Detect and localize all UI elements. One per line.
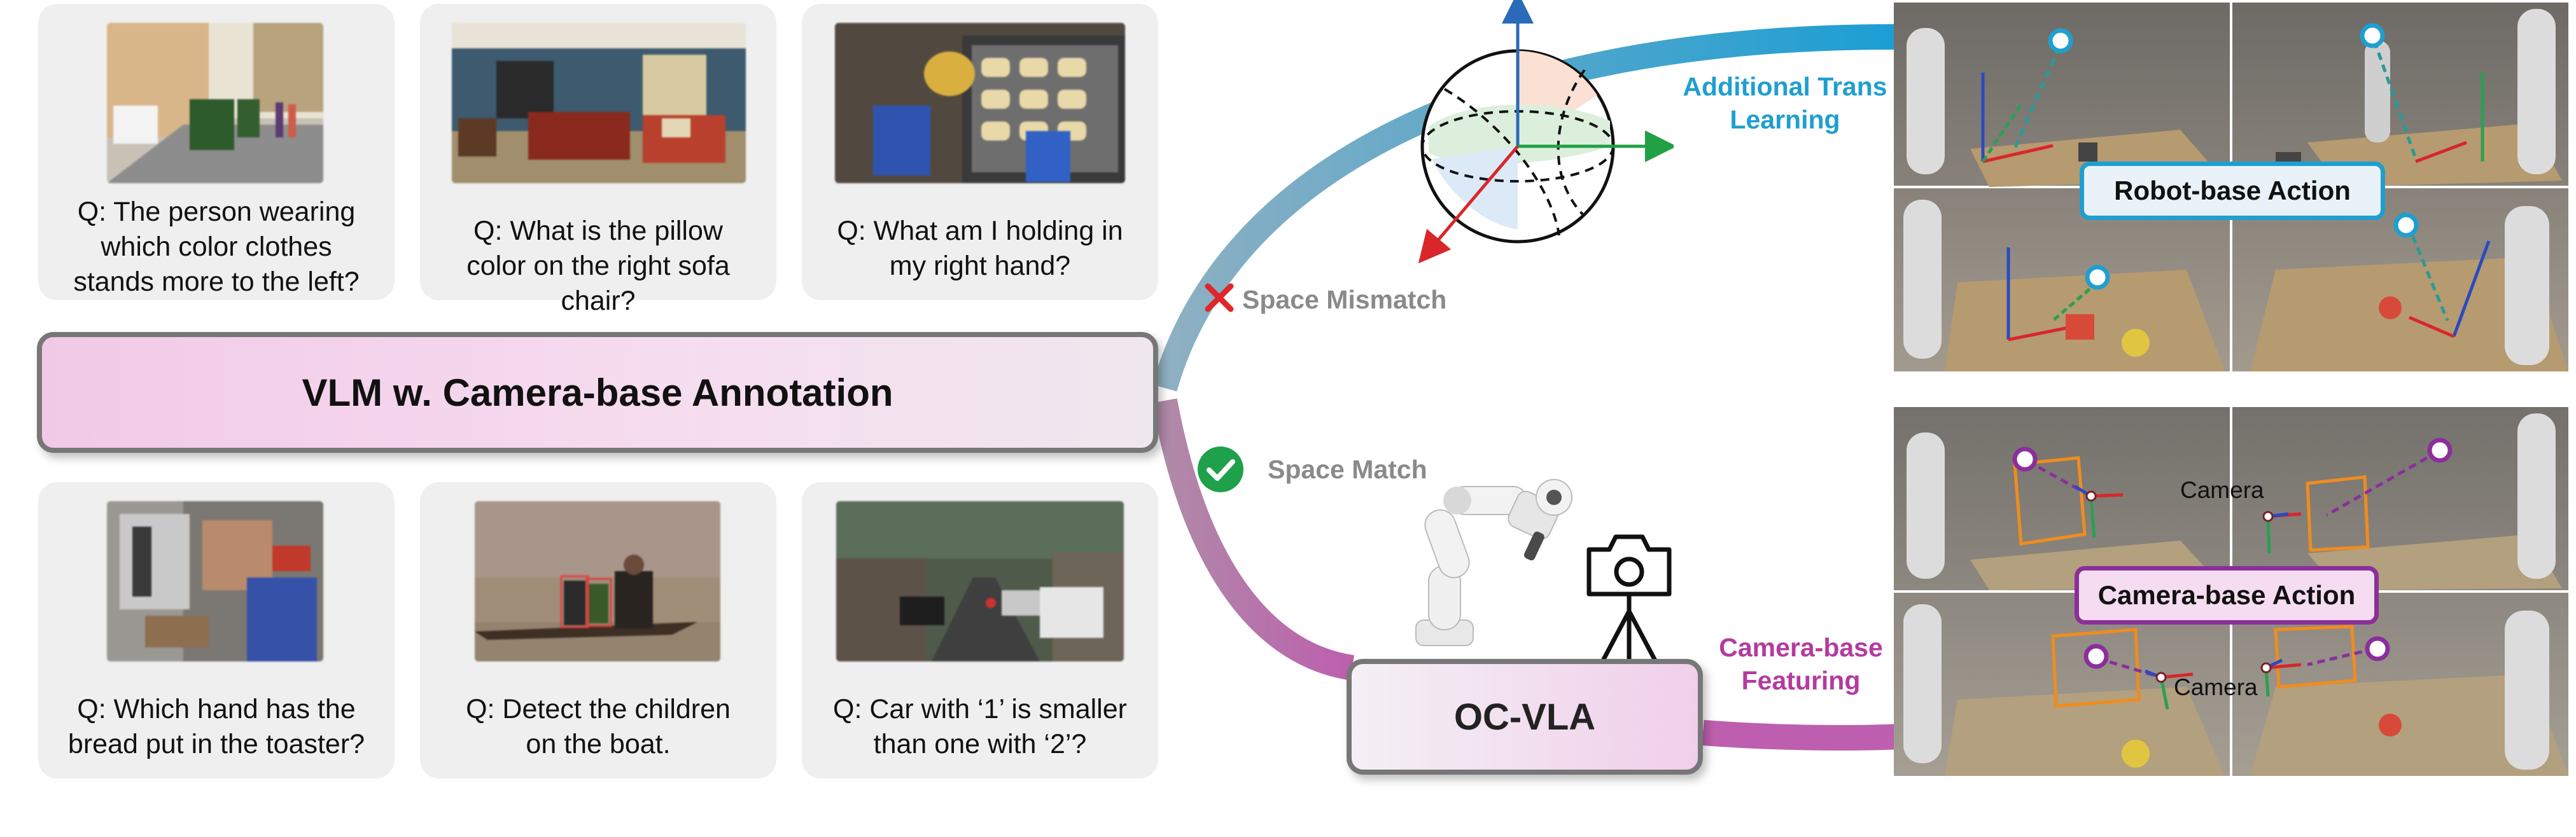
cross-icon [1205, 283, 1234, 312]
question-text: Q: Car with ‘1’ is smaller than one with… [833, 694, 1127, 759]
featuring-line1: Camera-base [1719, 633, 1883, 662]
kitchen-image [835, 23, 1125, 183]
question-card-3: Q: What am I holding in my right hand? [802, 4, 1158, 300]
camera-icon [1586, 534, 1672, 668]
camera-base-featuring-label: Camera-base Featuring [1699, 631, 1903, 697]
question-text: Q: The person wearing which color clothe… [73, 197, 360, 297]
toaster-image [107, 501, 323, 661]
oc-vla-title: OC-VLA [1453, 696, 1596, 738]
additional-trans-label: Additional Trans Learning [1667, 70, 1903, 136]
camera-label-bottom: Camera [2174, 674, 2258, 700]
curve-bottom [1152, 398, 1355, 681]
robot-base-action-tag: Robot-base Action [2080, 162, 2385, 220]
camera-base-action-tag: Camera-base Action [2075, 566, 2379, 625]
question-card-2: Q: What is the pillow color on the right… [420, 4, 776, 316]
question-text: Q: What is the pillow color on the right… [466, 216, 730, 316]
question-text: Q: Detect the children on the boat. [466, 694, 731, 759]
boat-image [475, 501, 720, 661]
camera-label-top: Camera [2180, 477, 2264, 503]
robot-arm-icon [1415, 479, 1572, 646]
question-text: Q: What am I holding in my right hand? [837, 216, 1123, 281]
additional-trans-line1: Additional Trans [1683, 72, 1887, 101]
curve-top [1152, 24, 1903, 392]
vlm-annotation-box: VLM w. Camera-base Annotation [37, 332, 1158, 453]
question-card-1: Q: The person wearing which color clothe… [38, 4, 395, 300]
street-cars-image [836, 501, 1124, 661]
living-room-image [452, 23, 746, 183]
question-text: Q: Which hand has the bread put in the t… [67, 694, 365, 759]
space-mismatch-label: Space Mismatch [1242, 285, 1447, 314]
vlm-annotation-title: VLM w. Camera-base Annotation [302, 371, 893, 414]
coordinate-sphere-icon [1418, 0, 1674, 264]
check-icon [1198, 446, 1243, 492]
space-match-label: Space Match [1268, 455, 1427, 484]
featuring-line2: Featuring [1741, 666, 1861, 695]
robot-base-panel: Robot-base Action [1894, 3, 2568, 371]
oc-vla-box: OC-VLA [1347, 659, 1703, 775]
camera-base-panel: Camera Camera Camera-base Action [1894, 407, 2568, 776]
curve-right [1702, 720, 1903, 751]
additional-trans-line2: Learning [1730, 105, 1840, 134]
question-card-4: Q: Which hand has the bread put in the t… [38, 482, 395, 778]
question-card-5: Q: Detect the children on the boat. [420, 482, 776, 778]
street-image [107, 23, 323, 183]
question-card-6: Q: Car with ‘1’ is smaller than one with… [802, 482, 1158, 778]
